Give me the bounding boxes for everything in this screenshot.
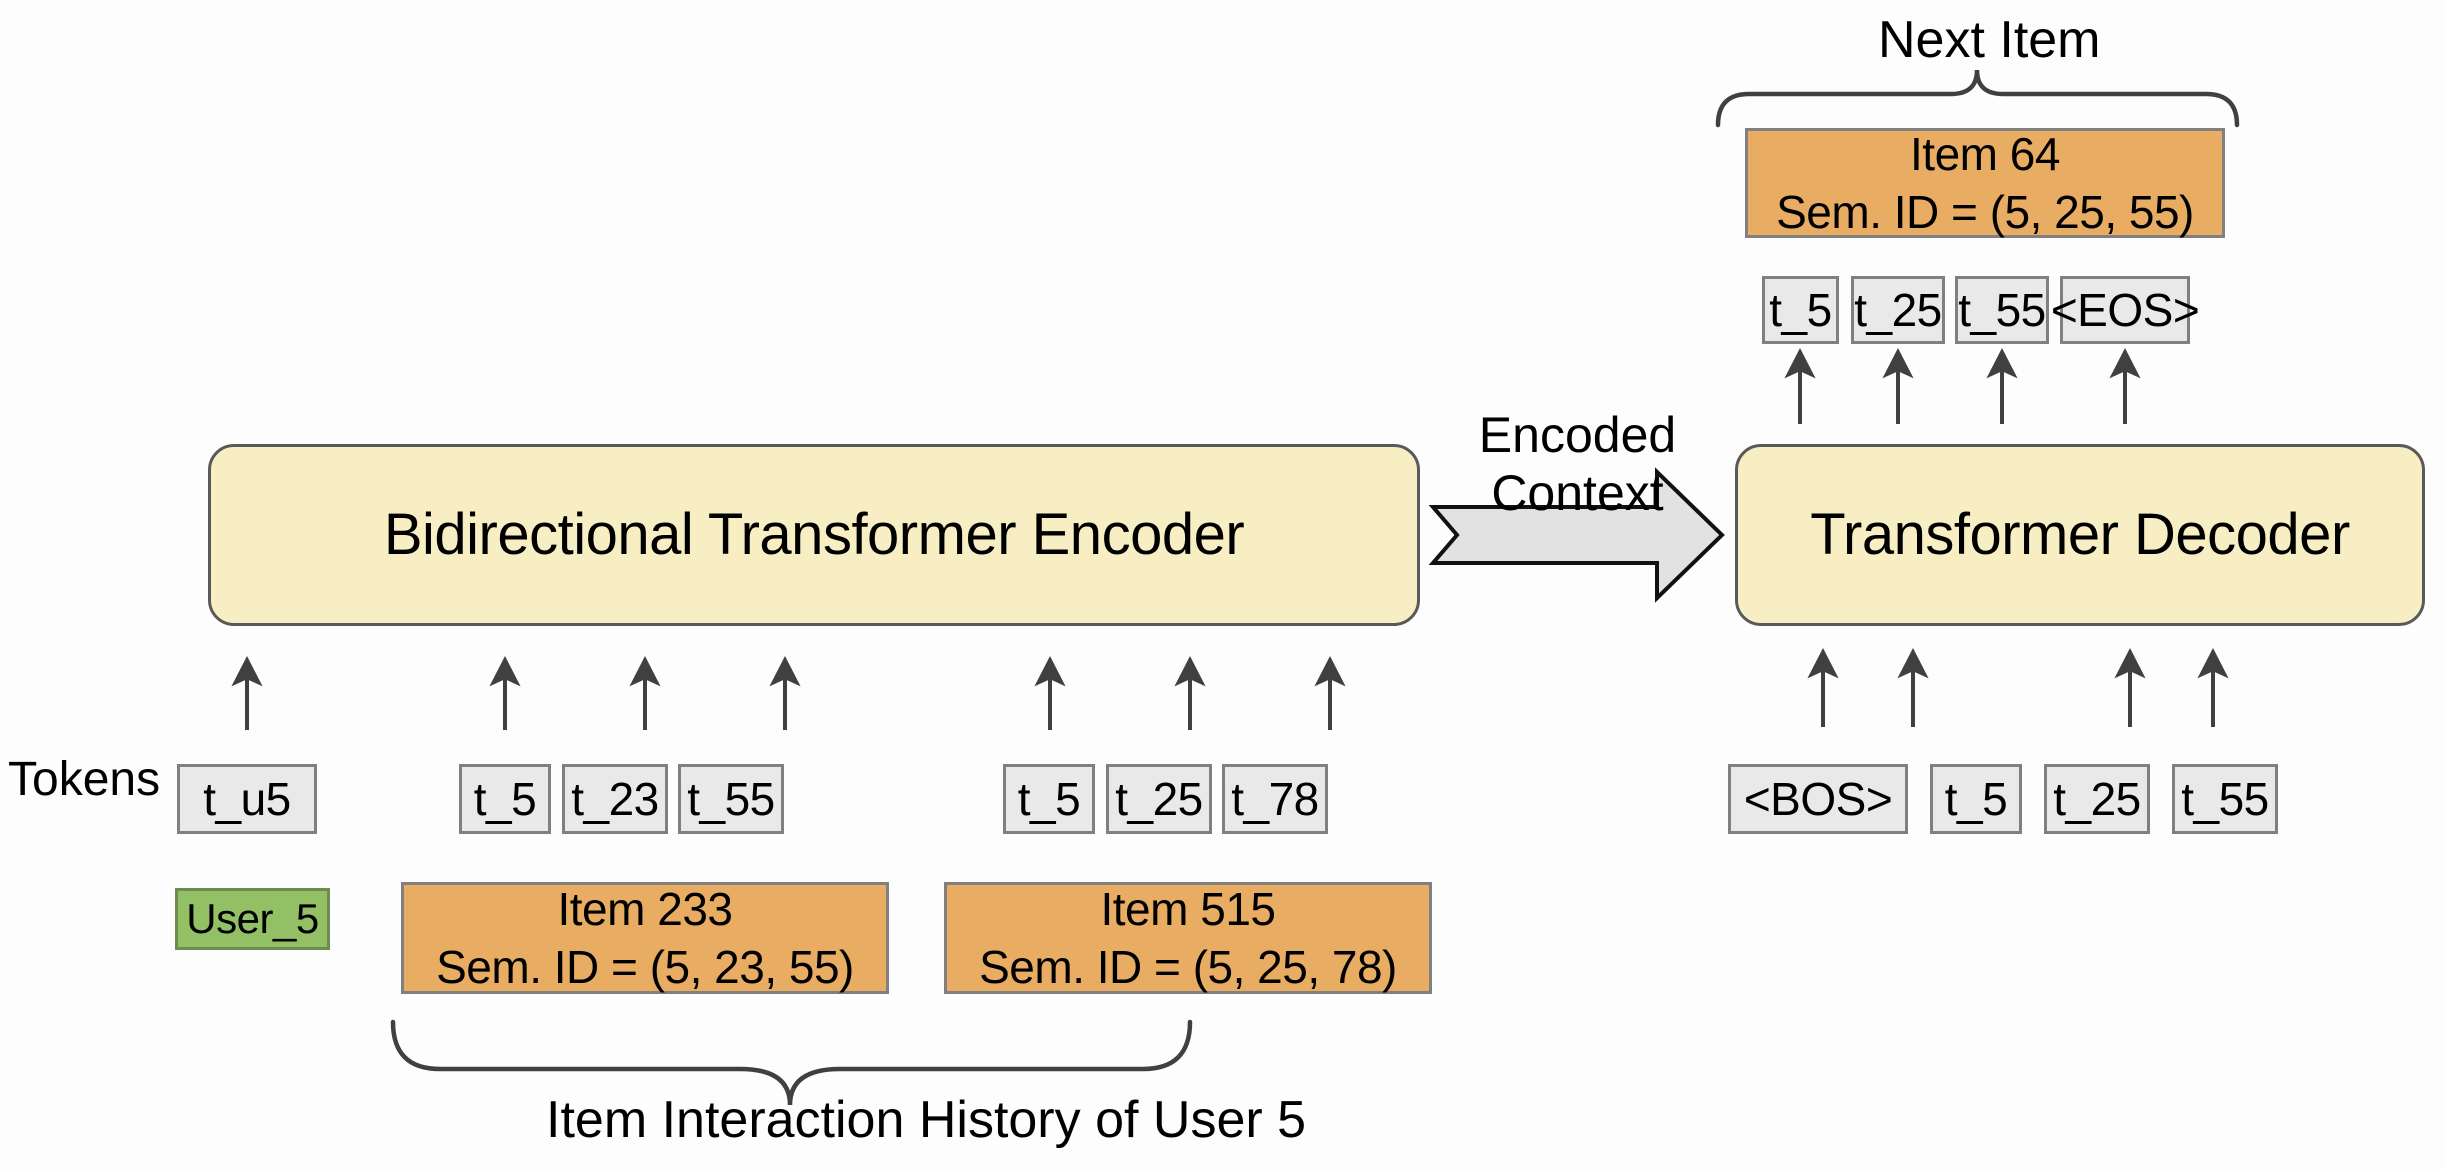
decoder-label: Transformer Decoder: [1810, 501, 2350, 567]
user-label: User_5: [186, 895, 319, 943]
token-label: t_78: [1231, 772, 1319, 825]
token-label: <EOS>: [2050, 283, 2200, 336]
encoded-context-label: Encoded Context: [1455, 406, 1700, 522]
decoder-output-token-0[interactable]: t_5: [1762, 276, 1839, 344]
encoder-item2-token-0[interactable]: t_5: [1003, 764, 1095, 834]
token-label: t_5: [1769, 283, 1832, 336]
decoder-output-token-2[interactable]: t_55: [1955, 276, 2049, 344]
encoded-context-line1: Encoded: [1478, 407, 1677, 463]
user-entity-box[interactable]: User_5: [175, 888, 330, 950]
encoder-input-arrows: [231, 655, 1346, 730]
token-label: t_5: [473, 772, 537, 825]
token-label: t_5: [1944, 772, 2008, 825]
token-label: t_25: [1854, 283, 1942, 336]
item-name: Item 515: [1100, 882, 1277, 935]
next-item-name: Item 64: [1910, 127, 2060, 180]
encoder-label: Bidirectional Transformer Encoder: [383, 501, 1245, 567]
decoder-output-token-1[interactable]: t_25: [1851, 276, 1945, 344]
history-caption: Item Interaction History of User 5: [546, 1091, 1307, 1149]
token-label: t_25: [1115, 772, 1203, 825]
decoder-input-arrows: [1807, 647, 2229, 727]
encoder-item1-token-2[interactable]: t_55: [678, 764, 784, 834]
next-item-semantic-id: Sem. ID = (5, 25, 55): [1776, 186, 2194, 238]
history-item-1[interactable]: Item 515 Sem. ID = (5, 25, 78): [944, 882, 1432, 994]
decoder-input-token-3[interactable]: t_55: [2172, 764, 2278, 834]
item-name: Item 233: [557, 882, 734, 935]
encoded-context-line2: Context: [1491, 465, 1664, 521]
token-label: t_55: [687, 772, 775, 825]
next-item-brace: [1715, 69, 2240, 128]
token-label: t_55: [2181, 772, 2269, 825]
item-semantic-id: Sem. ID = (5, 25, 78): [979, 941, 1397, 993]
item-semantic-id: Sem. ID = (5, 23, 55): [436, 941, 854, 993]
token-label: t_25: [2053, 772, 2141, 825]
token-label: <BOS>: [1743, 772, 1893, 825]
bidirectional-transformer-encoder[interactable]: Bidirectional Transformer Encoder: [208, 444, 1420, 626]
history-item-0[interactable]: Item 233 Sem. ID = (5, 23, 55): [401, 882, 889, 994]
next-item-box[interactable]: Item 64 Sem. ID = (5, 25, 55): [1745, 128, 2225, 238]
encoder-user-token[interactable]: t_u5: [177, 764, 317, 834]
decoder-input-token-1[interactable]: t_5: [1930, 764, 2022, 834]
token-label: t_u5: [203, 772, 291, 825]
decoder-output-token-eos[interactable]: <EOS>: [2051, 276, 2200, 344]
tokens-row-label: Tokens: [8, 753, 161, 806]
token-label: t_23: [571, 772, 659, 825]
token-label: t_5: [1017, 772, 1081, 825]
decoder-output-arrows: [1784, 347, 2141, 424]
decoder-input-token-bos[interactable]: <BOS>: [1728, 764, 1908, 834]
token-label: t_55: [1958, 283, 2046, 336]
transformer-decoder[interactable]: Transformer Decoder: [1735, 444, 2425, 626]
next-item-label: Next Item: [1878, 11, 2101, 69]
encoder-item1-token-0[interactable]: t_5: [459, 764, 551, 834]
encoder-item2-token-2[interactable]: t_78: [1222, 764, 1328, 834]
encoder-item1-token-1[interactable]: t_23: [562, 764, 668, 834]
decoder-input-token-2[interactable]: t_25: [2044, 764, 2150, 834]
encoder-item2-token-1[interactable]: t_25: [1106, 764, 1212, 834]
